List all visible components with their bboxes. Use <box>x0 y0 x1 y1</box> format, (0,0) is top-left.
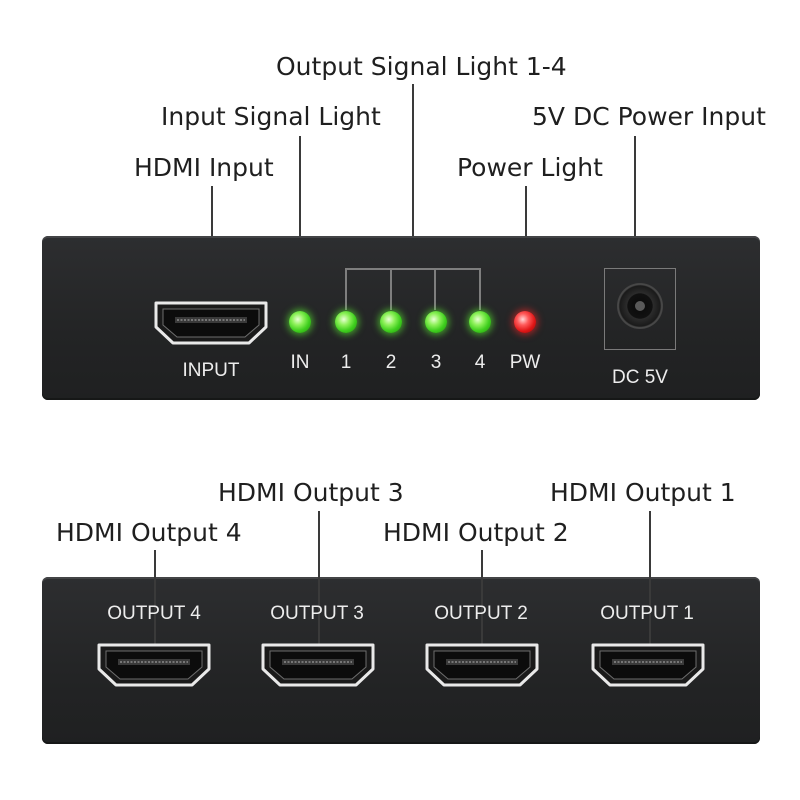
led-in <box>289 311 311 333</box>
hdmi-output-1-port[interactable] <box>590 642 706 688</box>
led-label-2: 2 <box>385 352 397 373</box>
leader-line-dc-power-input <box>634 136 636 300</box>
hdmi-output-2-port[interactable] <box>424 642 540 688</box>
hdmi-output-3-port[interactable] <box>260 642 376 688</box>
output-led-bracket-tick-2 <box>390 268 392 310</box>
led-label-4: 4 <box>474 352 486 373</box>
callout-hdmi-output-2: HDMI Output 2 <box>383 518 569 547</box>
input-label: INPUT <box>182 360 240 381</box>
led-label-3: 3 <box>430 352 442 373</box>
callout-hdmi-input: HDMI Input <box>134 153 274 182</box>
output-3-label: OUTPUT 3 <box>270 603 364 624</box>
leader-line-output-signal-light <box>412 84 414 268</box>
hdmi-input-port[interactable] <box>153 300 269 346</box>
dc-power-pin <box>635 301 645 311</box>
output-1-label: OUTPUT 1 <box>600 603 694 624</box>
dc-label: DC 5V <box>612 367 668 388</box>
led-label-pw: PW <box>509 352 541 373</box>
output-led-bracket-tick-4 <box>479 268 481 310</box>
led-output-2 <box>380 311 402 333</box>
callout-dc-power-input: 5V DC Power Input <box>532 102 766 131</box>
leader-line-input-signal-light <box>299 136 301 310</box>
output-led-bracket <box>345 268 481 270</box>
leader-line-hdmi-output-3 <box>318 511 320 660</box>
leader-line-hdmi-output-4 <box>154 550 156 660</box>
led-label-1: 1 <box>340 352 352 373</box>
hdmi-output-4-port[interactable] <box>96 642 212 688</box>
callout-power-light: Power Light <box>457 153 603 182</box>
output-led-bracket-tick-3 <box>434 268 436 310</box>
led-output-4 <box>469 311 491 333</box>
output-2-label: OUTPUT 2 <box>434 603 528 624</box>
leader-line-hdmi-output-1 <box>649 511 651 660</box>
led-power <box>514 311 536 333</box>
callout-hdmi-output-1: HDMI Output 1 <box>550 478 736 507</box>
led-output-1 <box>335 311 357 333</box>
output-led-bracket-tick-1 <box>345 268 347 310</box>
callout-hdmi-output-3: HDMI Output 3 <box>218 478 404 507</box>
output-4-label: OUTPUT 4 <box>107 603 201 624</box>
callout-input-signal-light: Input Signal Light <box>161 102 381 131</box>
leader-line-hdmi-output-2 <box>481 550 483 660</box>
led-label-in: IN <box>290 352 310 373</box>
led-output-3 <box>425 311 447 333</box>
callout-output-signal-light: Output Signal Light 1-4 <box>276 52 567 81</box>
callout-hdmi-output-4: HDMI Output 4 <box>56 518 242 547</box>
dc-power-jack-frame <box>604 268 676 350</box>
